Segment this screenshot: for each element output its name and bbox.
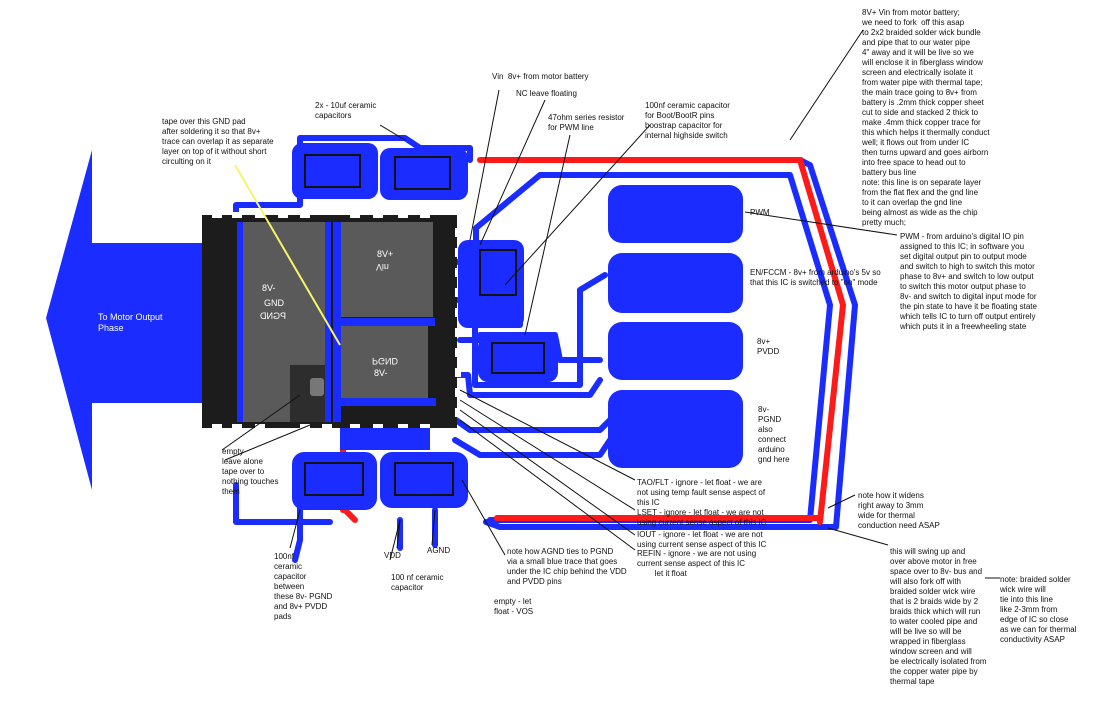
note-cap-pgnd: 100nf ceramic capacitor between these 8v… (274, 552, 333, 621)
note-swing: this will swing up and over above motor … (890, 547, 987, 686)
motor-output-arrow (46, 150, 203, 490)
pwm-pad-label: PWM (750, 208, 770, 217)
note-resistor: 47ohm series resistor for PWM line (548, 113, 625, 132)
note-vin: Vin 8v+ from motor battery (492, 72, 589, 81)
note-agnd-tie: note how AGND ties to PGND via a small b… (507, 547, 627, 586)
note-iout: IOUT - ignore - let float - we are not u… (637, 530, 767, 549)
note-vdd: VDD (384, 551, 401, 560)
note-nc: NC leave floating (516, 89, 577, 98)
note-braided: note: braided solder wick wire will tie … (1000, 575, 1077, 644)
pad-gnd-label-mirror: PGND (260, 311, 287, 321)
right-components (458, 240, 558, 382)
note-tape-gnd: tape over this GND pad after soldering i… (162, 117, 274, 166)
pgnd-pad-label: 8v- PGND also connect arduino gnd here (758, 405, 790, 464)
note-pwm-long: PWM - from arduino's digital IO pin assi… (900, 232, 1037, 331)
right-pads (608, 185, 743, 468)
note-agnd: AGND (427, 546, 451, 555)
pad-gnd-label-top: 8V- (262, 283, 276, 293)
pad-vin-label-top: 8V+ (377, 249, 394, 259)
tape-annotation-line (234, 164, 341, 346)
note-caps-10uf: 2x - 10uf ceramic capacitors (315, 101, 377, 120)
note-tao: TAO/FLT - ignore - let float - we are no… (637, 478, 766, 507)
note-widens: note how it widens right away to 3mm wid… (858, 491, 940, 530)
note-empty-pad: empty leave alone tape over to nothing t… (222, 447, 279, 496)
pad-pgnd-label-mirror: PGND (372, 356, 399, 366)
pvdd-pad-label: 8v+ PVDD (757, 337, 780, 356)
pad-vin-label-bottom: Vin (376, 262, 389, 272)
ic-chip (202, 212, 461, 430)
note-boot-cap: 100nf ceramic capacitor for Boot/BootR p… (645, 101, 730, 140)
note-refin: REFIN - ignore - we are not using curren… (637, 549, 757, 578)
en-pad-label: EN/FCCM - 8v+ from arduino's 5v so that … (750, 268, 881, 287)
annotation-lines (221, 29, 1000, 579)
note-vos: empty - let float - VOS (494, 597, 534, 616)
pad-gnd-label-mid: GND (264, 298, 284, 308)
note-vin-long: 8V+ Vin from motor battery; we need to f… (862, 8, 990, 227)
top-capacitors (292, 143, 468, 200)
bottom-capacitors (292, 428, 468, 510)
note-lset: LSET - ignore - let float - we are not u… (637, 508, 767, 527)
motor-output-label: To Motor Output Phase (98, 312, 163, 333)
pad-8vminus-label: 8V- (374, 368, 388, 378)
note-cap-100nf: 100 nf ceramic capacitor (391, 573, 444, 592)
